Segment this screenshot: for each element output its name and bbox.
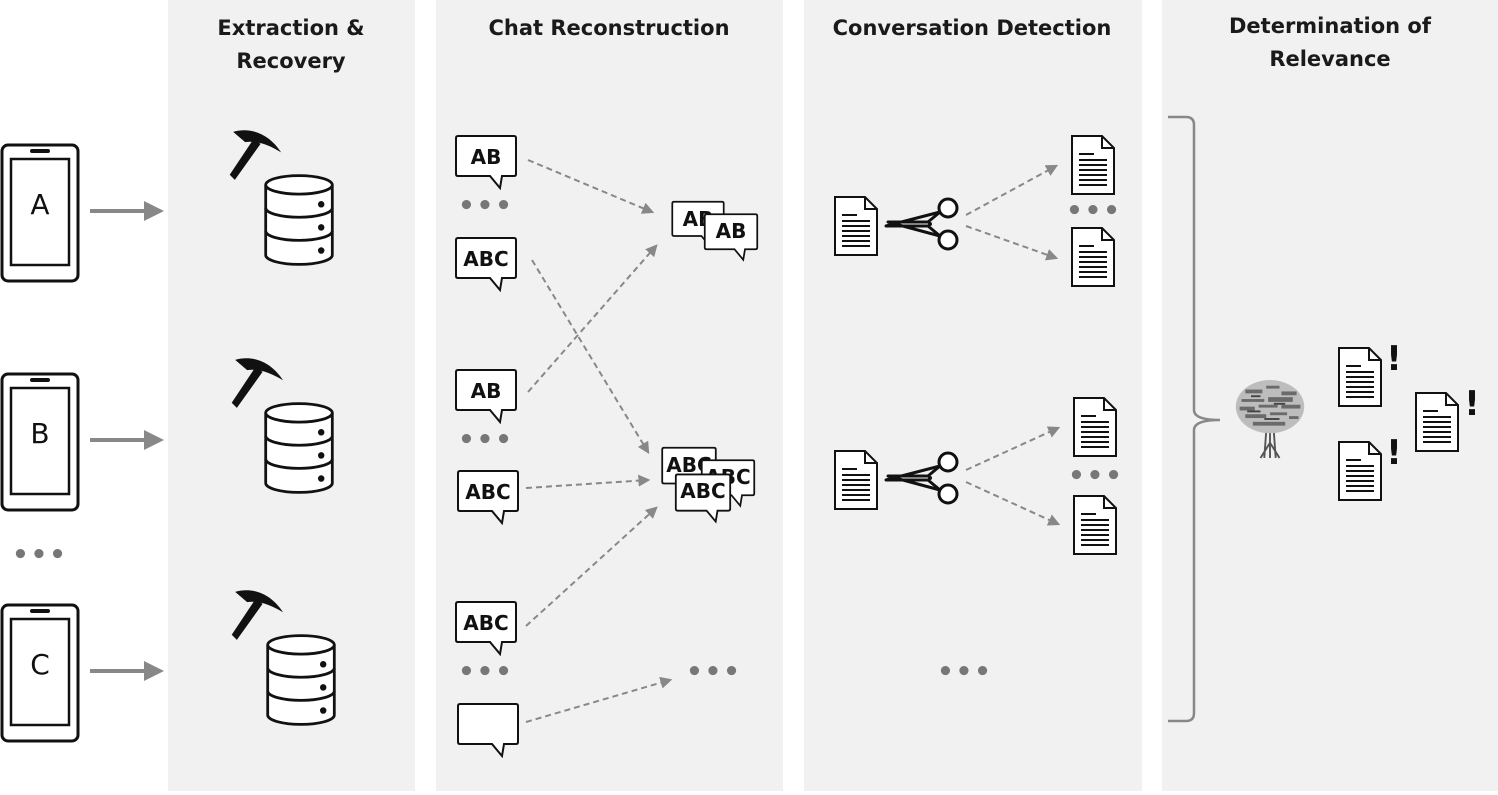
chat-bubble-ab-2: AB	[455, 369, 517, 423]
split-ellipsis-top: •••	[1066, 196, 1122, 226]
bubble-ellipsis-3: •••	[458, 657, 514, 687]
chat-bubble-abc-3: ABC	[455, 601, 517, 655]
merged-chat-bottom: ABC ABC ABC	[661, 446, 756, 523]
arrow-abc1-to-bottom	[531, 259, 650, 455]
chat-bubble-abc-1: ABC	[455, 237, 517, 291]
arrow-split-top-1	[965, 164, 1059, 216]
document-icon	[1338, 441, 1382, 501]
alert-mark: !	[1464, 384, 1480, 424]
arrow-empty-to-more	[525, 676, 673, 723]
document-icon	[1071, 135, 1115, 195]
bubble-label: ABC	[463, 611, 508, 635]
chat-bubble-ab-1: AB	[455, 135, 517, 189]
chat-bubble-abc-2: ABC	[457, 470, 519, 524]
bubble-ellipsis-2: •••	[458, 425, 514, 455]
bubble-ellipsis-1: •••	[458, 191, 514, 221]
phone-b: B	[0, 372, 80, 512]
merged-ellipsis: •••	[686, 657, 742, 687]
reconstruction-arrows	[525, 159, 673, 723]
title-relevance-line2: Relevance	[1269, 47, 1390, 71]
arrow-ab2-to-top	[527, 244, 658, 393]
phone-c: C	[0, 603, 80, 743]
database-icon	[266, 634, 336, 726]
detection-arrows	[965, 164, 1061, 526]
database-icon	[264, 402, 334, 494]
document-icon	[834, 196, 878, 256]
relevant-document-2: !	[1415, 384, 1480, 452]
phone-c-label: C	[30, 648, 50, 681]
phone-a-label: A	[30, 188, 49, 221]
title-extraction-line1: Extraction &	[217, 16, 364, 40]
bubble-label: AB	[471, 379, 502, 403]
alert-mark: !	[1386, 433, 1402, 473]
database-icon	[264, 174, 334, 266]
bubble-label: AB	[716, 219, 747, 243]
document-icon	[834, 450, 878, 510]
split-ellipsis-bottom: •••	[1068, 461, 1124, 491]
bubble-label: ABC	[463, 247, 508, 271]
title-relevance-line1: Determination of	[1229, 14, 1432, 38]
relevant-document-3: !	[1338, 433, 1402, 501]
arrow-split-bottom-2	[965, 481, 1061, 526]
document-icon	[1338, 347, 1382, 407]
document-icon	[1073, 397, 1117, 457]
panel-detection	[804, 0, 1142, 791]
document-icon	[1415, 392, 1459, 452]
bubble-label: ABC	[680, 479, 725, 503]
phone-a: A	[0, 143, 80, 283]
arrow-abc2-to-bottom	[525, 474, 651, 489]
relevance-bracket	[1168, 115, 1221, 723]
alert-mark: !	[1386, 339, 1402, 379]
phone-b-label: B	[30, 417, 49, 450]
merged-chat-top: AB AB	[671, 200, 759, 261]
arrow-ab1-to-top	[527, 159, 655, 214]
relevant-document-1: !	[1338, 339, 1402, 407]
document-icon	[1071, 227, 1115, 287]
arrow-split-bottom-1	[965, 426, 1061, 471]
title-detection: Conversation Detection	[833, 16, 1112, 40]
bubble-label: ABC	[465, 480, 510, 504]
bubble-label: AB	[471, 145, 502, 169]
phones-ellipsis: •••	[12, 540, 68, 570]
document-icon	[1073, 495, 1117, 555]
title-extraction-line2: Recovery	[236, 49, 346, 73]
detection-ellipsis: •••	[937, 657, 993, 687]
arrow-split-top-2	[965, 225, 1059, 261]
title-reconstruction: Chat Reconstruction	[488, 16, 729, 40]
